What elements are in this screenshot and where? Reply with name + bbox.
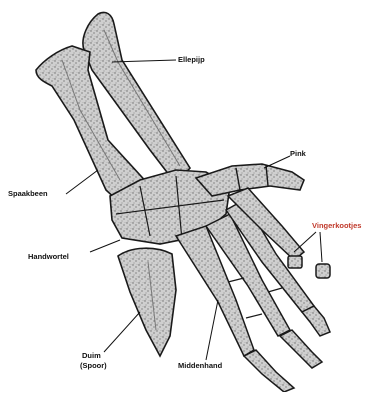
label-duim-spoor: (Spoor) <box>80 362 107 370</box>
label-duim: Duim <box>82 352 101 360</box>
label-handwortel: Handwortel <box>28 253 69 261</box>
label-vingerkootjes: Vingerkootjes <box>312 222 361 230</box>
label-spaakbeen: Spaakbeen <box>8 190 48 198</box>
thumb-spur <box>118 248 176 356</box>
label-ellepijp: Ellepijp <box>178 56 205 64</box>
leader-vingerkootjes-1 <box>294 232 316 252</box>
leader-handwortel <box>90 240 120 252</box>
leader-spaakbeen <box>66 170 98 194</box>
leader-duim <box>104 312 140 352</box>
label-middenhand: Middenhand <box>178 362 222 370</box>
leader-pink <box>264 156 290 168</box>
leader-middenhand <box>206 300 218 360</box>
label-pink: Pink <box>290 150 306 158</box>
leader-vingerkootjes-2 <box>320 232 322 262</box>
